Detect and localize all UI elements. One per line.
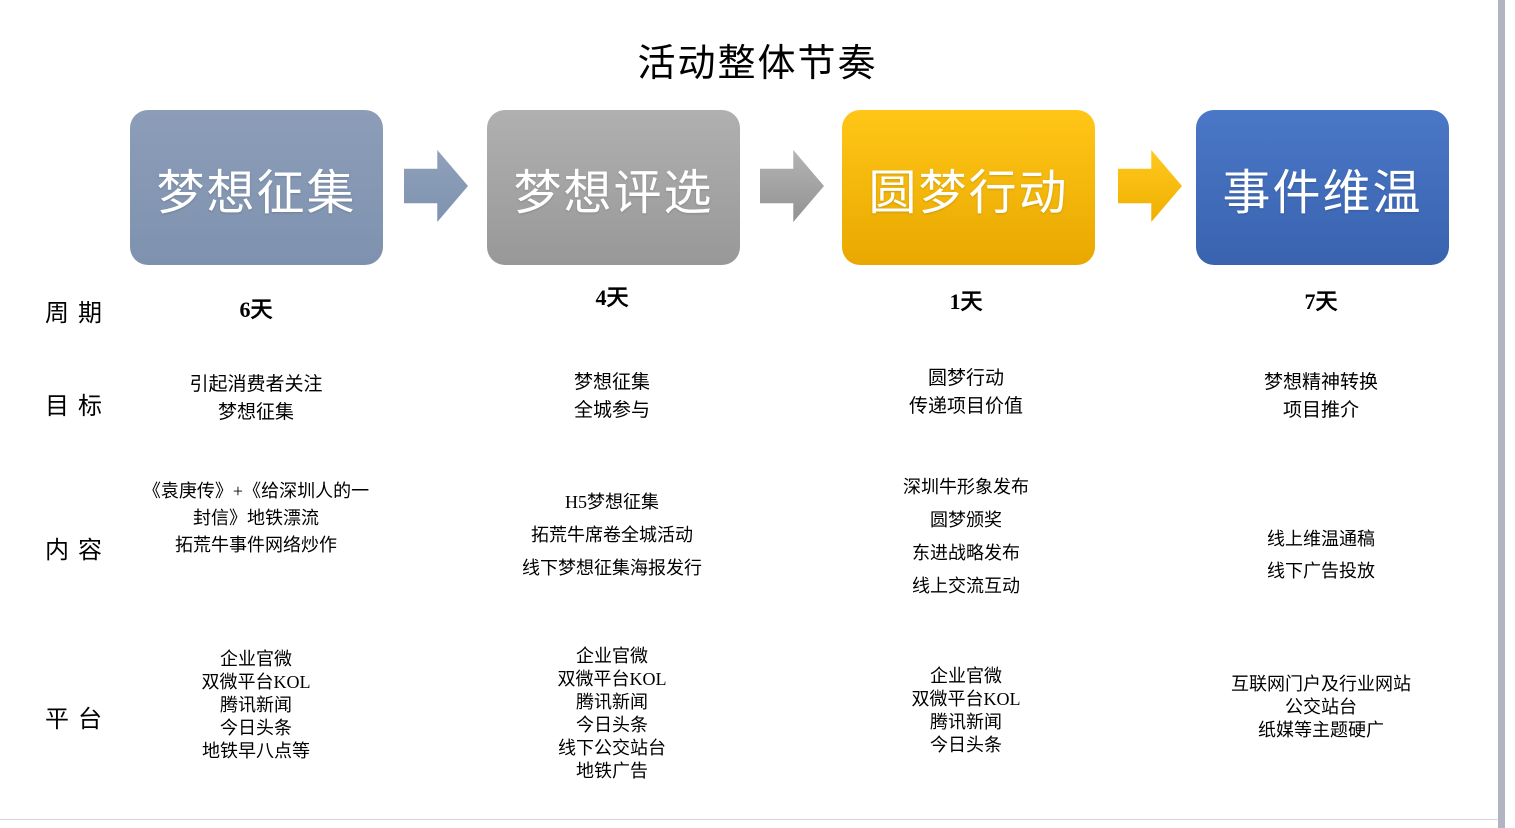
flow-arrow-icon [404, 150, 468, 222]
stage-box-dream-collection: 梦想征集 [130, 110, 383, 265]
content-text-stage-3: 深圳牛形象发布 圆梦颁奖 东进战略发布 线上交流互动 [903, 477, 1029, 596]
cycle-value-stage-2: 4天 [595, 285, 629, 310]
content-text-stage-1: 《袁庚传》+《给深圳人的一 封信》地铁漂流 拓荒牛事件网络炒作 [142, 481, 370, 555]
stage-box-label: 事件维温 [1222, 166, 1423, 220]
platform-text-stage-2: 企业官微 双微平台KOL 腾讯新闻 今日头条 线下公交站台 地铁广告 [557, 646, 667, 781]
goal-text-stage-3: 圆梦行动 传递项目价值 [908, 368, 1023, 417]
cycle-value-stage-4: 7天 [1304, 289, 1338, 314]
content-text-stage-4: 线上维温通稿 线下广告投放 [1267, 529, 1375, 581]
stage-box-dream-selection: 梦想评选 [487, 110, 740, 265]
platform-text-stage-1: 企业官微 双微平台KOL 腾讯新闻 今日头条 地铁早八点等 [201, 649, 311, 761]
goal-text-stage-1: 引起消费者关注 梦想征集 [189, 374, 323, 423]
page-edge-bar [1498, 0, 1505, 828]
cycle-value-stage-1: 6天 [239, 297, 273, 322]
flow-arrow-icon [1118, 150, 1182, 222]
row-label-cycle: 周期 [45, 301, 111, 327]
stage-box-dream-action: 圆梦行动 [842, 110, 1095, 265]
row-label-goal: 目标 [45, 394, 111, 420]
page-title: 活动整体节奏 [637, 43, 878, 85]
goal-text-stage-4: 梦想精神转换 项目推介 [1263, 372, 1378, 421]
stage-box-label: 梦想征集 [156, 166, 357, 220]
flow-arrow-icon [760, 150, 824, 222]
row-label-platform: 平台 [45, 707, 111, 733]
goal-text-stage-2: 梦想征集 全城参与 [573, 372, 650, 421]
platform-text-stage-4: 互联网门户及行业网站 公交站台 纸媒等主题硬广 [1231, 674, 1411, 740]
row-label-content: 内容 [45, 538, 111, 564]
bottom-divider-line [0, 819, 1498, 820]
platform-text-stage-3: 企业官微 双微平台KOL 腾讯新闻 今日头条 [911, 666, 1021, 755]
stage-box-label: 梦想评选 [513, 166, 714, 220]
stage-box-label: 圆梦行动 [868, 166, 1069, 220]
cycle-value-stage-3: 1天 [949, 289, 983, 314]
content-text-stage-2: H5梦想征集 拓荒牛席卷全城活动 线下梦想征集海报发行 [522, 492, 702, 578]
stage-box-event-warming: 事件维温 [1196, 110, 1449, 265]
